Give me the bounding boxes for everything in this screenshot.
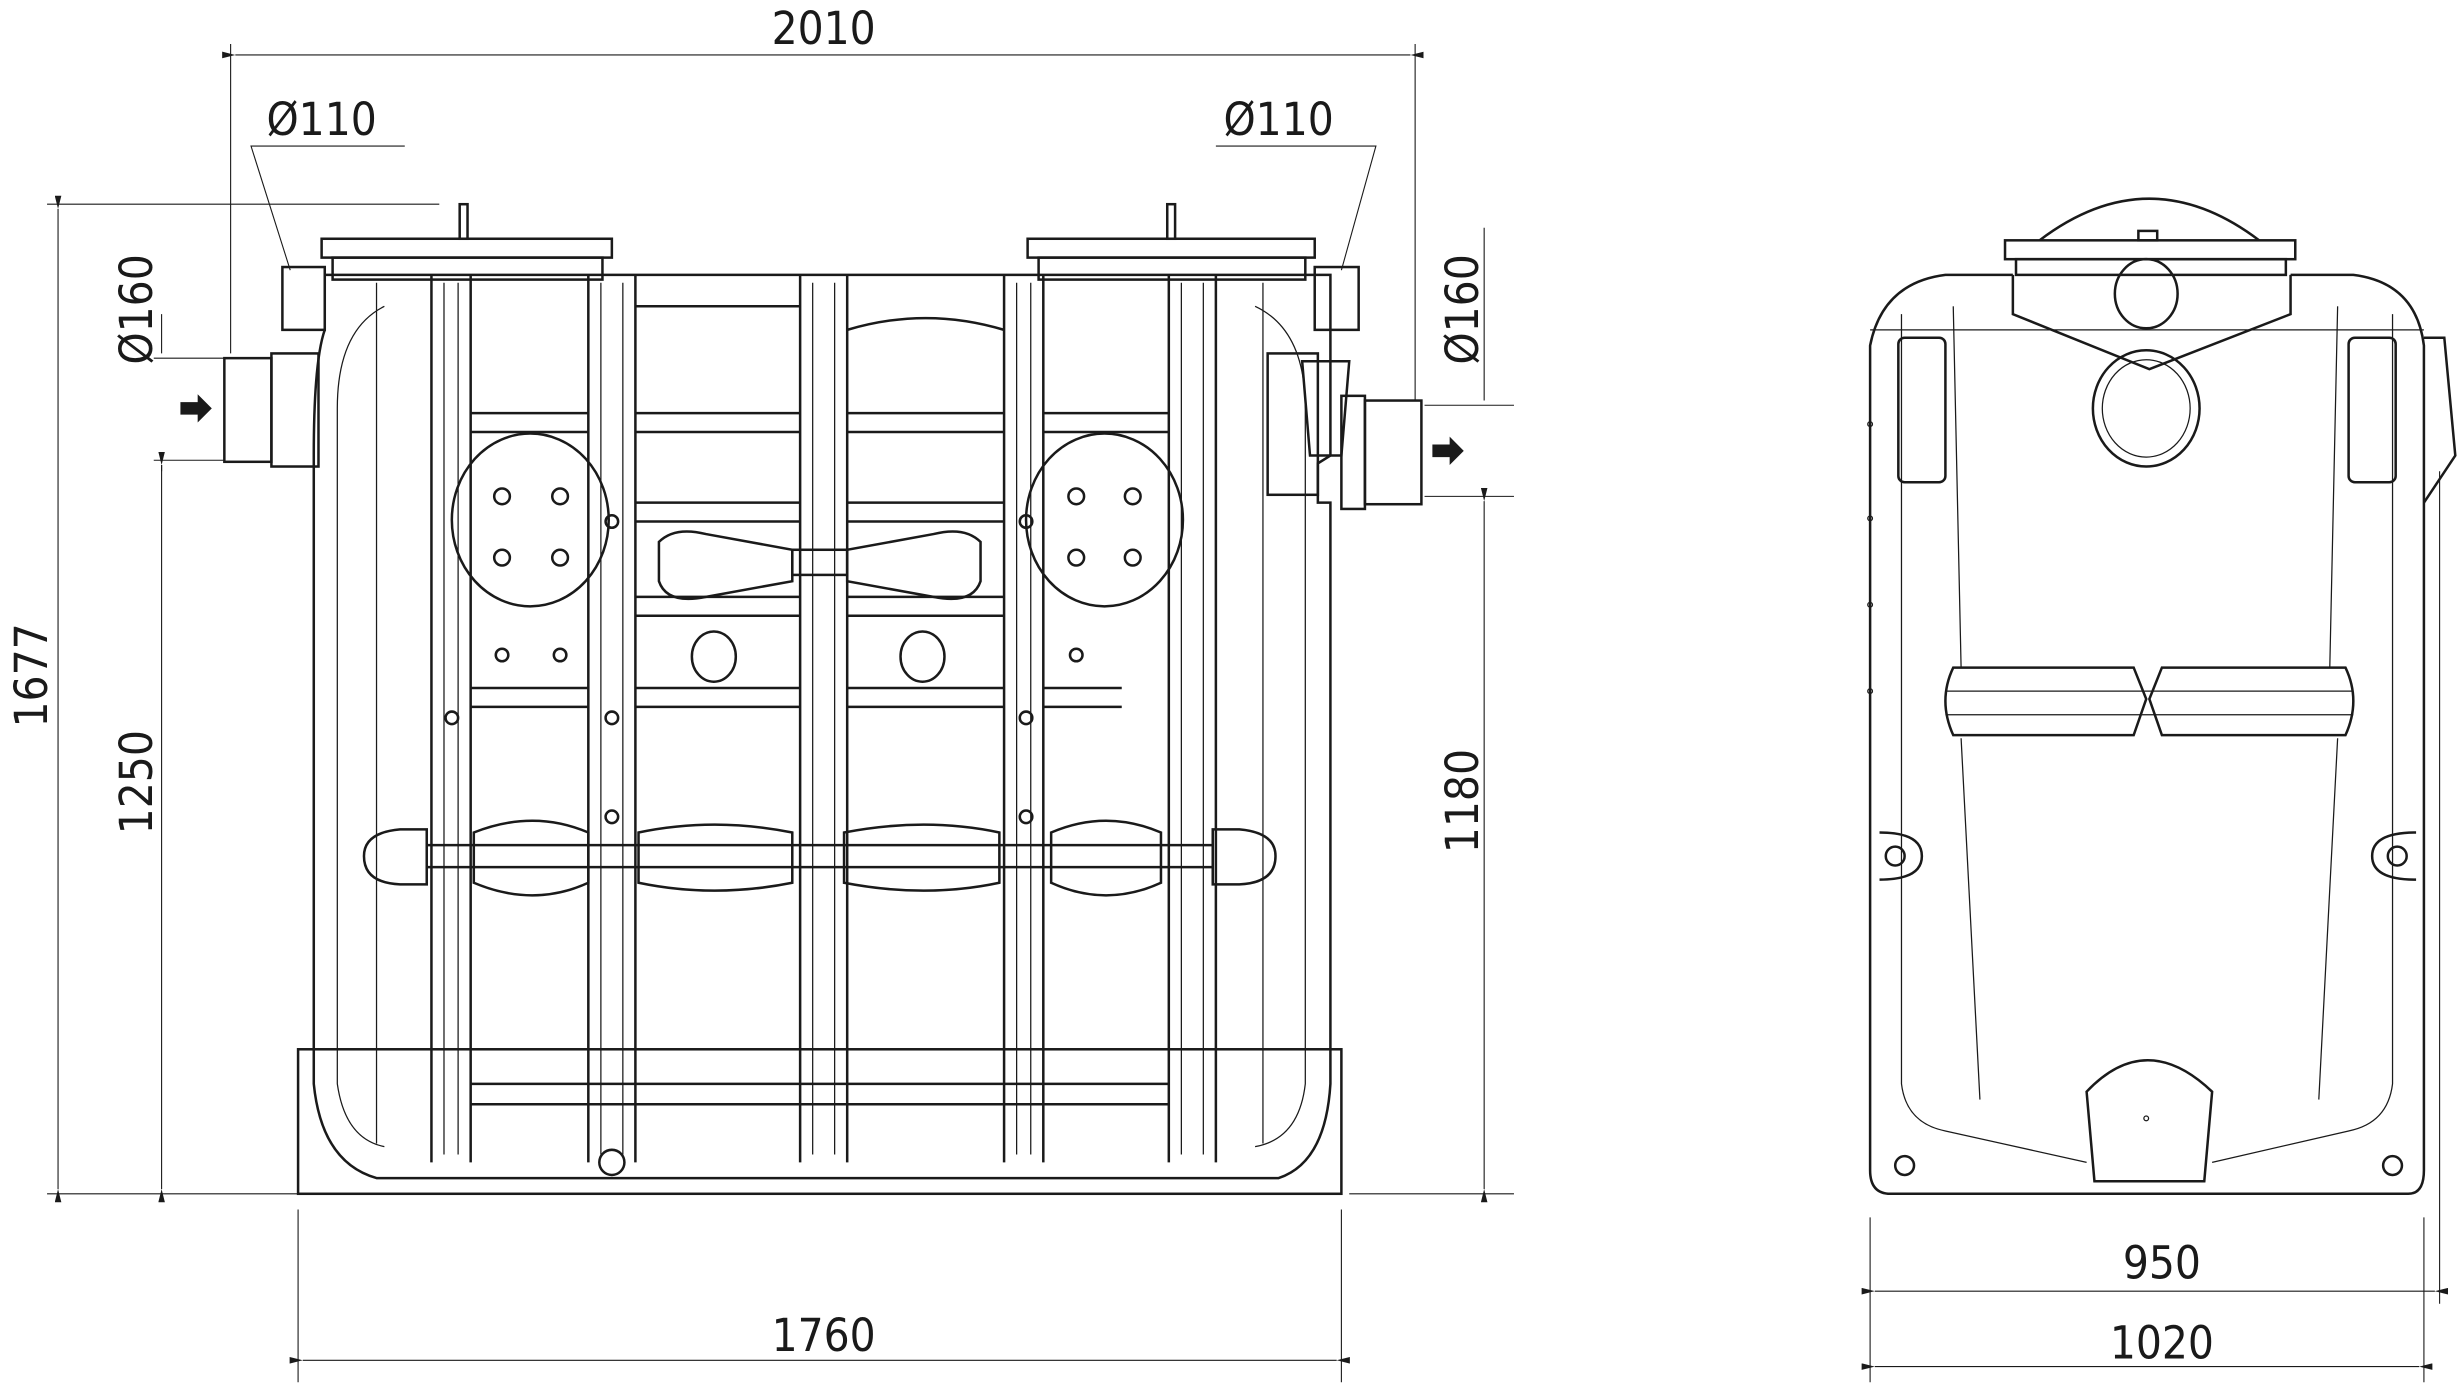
side-tank-body (1868, 273, 2426, 1196)
dim-outlet-vent-diameter: Ø110 (1223, 93, 1333, 146)
dim-outlet-height: 1180 (1436, 749, 1489, 853)
front-dimensions: 2010 Ø110 Ø110 1677 1250 Ø160 1180 Ø160 … (5, 2, 1514, 1383)
dim-inlet-pipe-diameter: Ø160 (110, 254, 163, 364)
side-dome-lid (2003, 197, 2297, 277)
side-view (1867, 197, 2457, 1196)
outlet-pipe (1266, 352, 1423, 511)
dim-base-length: 1760 (772, 1309, 876, 1362)
tank-body (312, 273, 1332, 1180)
side-strap (1944, 666, 2355, 737)
left-inspection-cover (450, 432, 610, 608)
left-manhole-lid (320, 202, 614, 281)
outlet-flow-arrow-icon (1432, 436, 1464, 465)
side-vent-opening (2113, 257, 2179, 330)
dim-overall-height: 1677 (5, 623, 58, 727)
right-manhole-lid (1026, 202, 1316, 281)
right-inspection-cover (1024, 432, 1185, 608)
side-dimensions: 950 1020 (1861, 471, 2449, 1383)
side-sump (2085, 1059, 2214, 1183)
dim-inner-width: 950 (2123, 1237, 2201, 1290)
inlet-flow-arrow-icon (180, 394, 212, 423)
horizontal-straps (470, 411, 1169, 1106)
dim-outlet-pipe-diameter: Ø160 (1436, 254, 1489, 364)
lifting-band (362, 819, 1277, 897)
right-vent-pipe (1313, 265, 1360, 332)
side-pipe-opening (2091, 349, 2201, 468)
dim-inlet-vent-diameter: Ø110 (266, 93, 376, 146)
dim-overall-length: 2010 (772, 2, 876, 55)
front-view (180, 202, 1464, 1196)
dim-inlet-height: 1250 (110, 730, 163, 834)
dim-overall-width: 1020 (2110, 1317, 2214, 1370)
inlet-pipe (223, 356, 273, 464)
base-plate (296, 1048, 1343, 1196)
vertical-ribs (430, 274, 1218, 1163)
left-vent-pipe (281, 265, 327, 332)
